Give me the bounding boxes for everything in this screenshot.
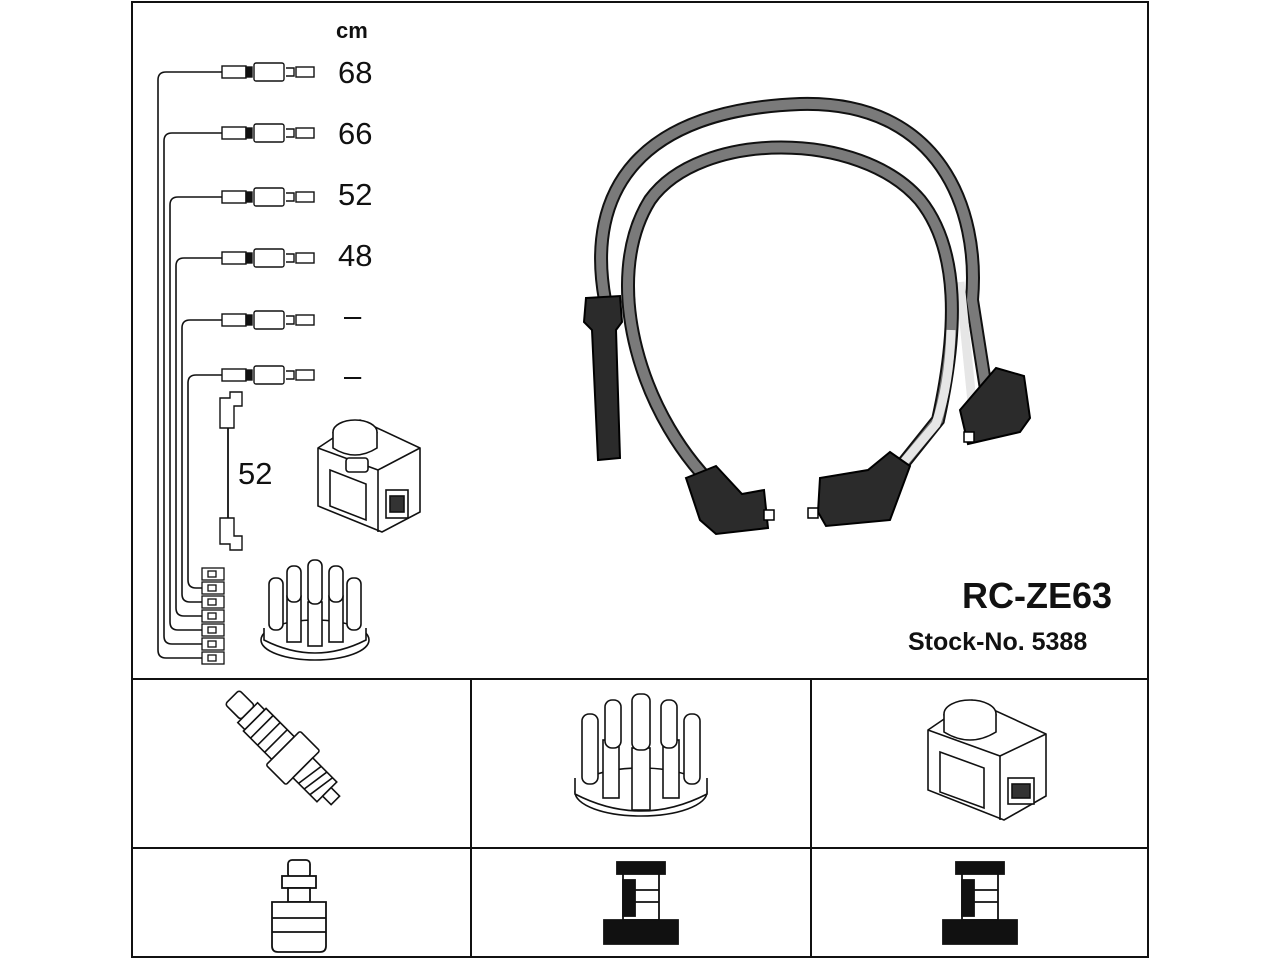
lead-length-3: 52 [338,177,373,212]
ignition-cable-set [582,96,1032,536]
stock-number: Stock-No. 5388 [908,628,1088,656]
lead-length-1: 68 [338,55,373,90]
plug-terminal-icon [271,859,327,953]
ignition-coil-icon [927,699,1047,821]
coil-terminal-icon [942,861,1018,945]
lead-length-5: – [344,298,362,333]
lead-cap-connectors [201,567,225,665]
coil-lead [219,391,243,551]
lead-length-6: – [344,358,362,393]
ignition-coil-small [317,419,421,533]
distributor-terminal-icon [603,861,679,945]
unit-label: cm [336,18,368,43]
lead-end-connectors [221,62,315,385]
distributor-cap-small [260,559,370,661]
lead-length-4: 48 [338,238,373,273]
spark-plug-icon [225,690,341,806]
distributor-cap-icon [574,693,708,817]
coil-lead-length: 52 [238,456,273,491]
frame-grid [131,1,1149,958]
product-model: RC-ZE63 [962,575,1113,616]
lead-schematic [157,71,222,659]
lead-length-2: 66 [338,116,373,151]
